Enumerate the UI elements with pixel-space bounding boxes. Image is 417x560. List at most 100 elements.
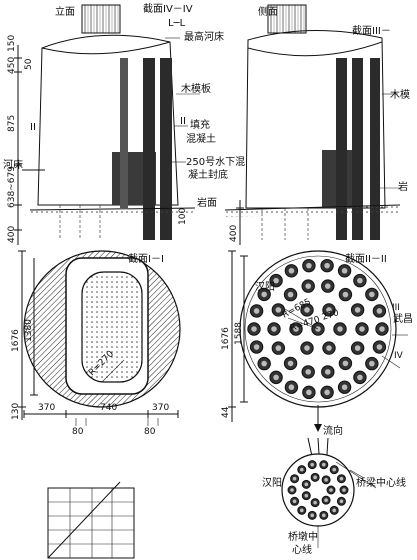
pile-ring1-6-core [275,345,282,351]
section-1-inner-chamber [81,271,143,383]
pile-ring1-8-core [275,307,282,313]
detail-right-label: 桥梁中心线 [356,476,406,489]
section-2-pile-group [247,258,389,400]
left-cut-mark: L─L [168,18,186,29]
pile-ring0-9-core [261,360,267,367]
underwater-concrete-label: 250号水下混 [186,156,245,168]
pile-ring0-16-core [306,262,312,269]
detail-pile0-2-core [332,508,337,513]
dim-50: 50 [24,58,34,70]
pile-ring0-2-core [369,360,375,367]
pile-ring0-11-core [251,326,257,332]
dim-875: 875 [7,115,17,132]
section-1-dim-370-right: 370 [152,403,169,413]
pile-ring1-7-core [271,326,277,332]
section-2-mark-iv: IV [394,351,404,361]
pile-ring0-1-core [376,344,383,350]
section-1-dim-1676: 1676 [11,329,21,352]
detail-bottom-label-2: 心线 [292,543,312,556]
pile-ring1-2-core [342,360,349,367]
left-pile-2 [160,58,172,240]
dim-150: 150 [7,35,17,52]
pile-ring0-18-core [341,267,348,274]
right-section-mark: 截面III－ [352,24,391,37]
detail-pile0-8-core [292,476,297,481]
pile-ring0-21-core [376,308,383,314]
pile-ring1-11-core [325,283,331,289]
pile-ring1-0-core [359,326,365,332]
pile-ring0-5-core [324,389,330,396]
section-1-dim-130: 130 [11,403,21,420]
right-pile-3 [370,58,380,240]
riverbed-top-label: 最高河床 [184,30,224,43]
pile-ring2-1-core [326,345,332,351]
rock-surface-label: 岩面 [197,196,217,209]
detail-pile0-10-core [310,462,315,467]
detail-pile-group [287,460,349,520]
underwater-concrete-label-2: 凝土封底 [188,168,228,181]
left-elevation [14,4,200,245]
detail-pile1-2-core [313,500,317,505]
right-pile-1 [336,58,347,240]
section-1-dim-370-left: 370 [38,403,55,413]
left-pile-1 [143,58,155,240]
pile-ring0-14-core [273,277,279,284]
pile-ring1-3-core [325,369,331,375]
section-1-dim-1380: 1380 [24,319,34,342]
detail-pile0-7-core [290,488,294,492]
section-2-mark-iii: III [392,303,400,313]
pile-ring1-12-core [342,291,349,298]
detail-plan [281,437,377,548]
pile-ring1-13-core [354,307,361,313]
section-mark-ii-right: II [180,116,186,127]
detail-pile0-3-core [321,513,326,518]
right-caisson-body [245,30,386,209]
pile-ring2-0-core [337,326,343,332]
section-2-title: 截面II－II [345,252,387,265]
pile-ring0-20-core [369,291,375,298]
section-2-left-label: 汉阳 [255,281,275,293]
left-section-mark: 截面IV－IV [143,2,193,15]
section-1 [18,250,181,426]
section-mark-ii-left: II [30,122,36,133]
riverbed-label: 河床 [3,158,23,171]
pile-ring0-7-core [288,384,295,391]
left-caisson-body [37,34,179,206]
fill-label: 填充 [190,118,210,131]
section-1-dim-80-left: 80 [72,427,84,437]
section-2-dim-44: 44 [221,406,231,418]
section-2-right-label: 武昌 [393,312,413,325]
dim-400: 400 [7,226,17,243]
wood-form-label: 木模板 [181,82,211,95]
pile-ring0-12-core [253,308,260,314]
detail-pile1-5-core [313,475,317,480]
pile-ring0-0-core [379,326,385,332]
section-2-flow-label: 流向 [323,424,343,437]
pile-ring1-10-core [305,283,311,289]
left-elevation-title: 立面 [55,5,75,18]
dim-450: 450 [7,57,17,74]
pile-ring2-4-core [304,307,310,313]
detail-pile1-4-core [304,482,309,487]
detail-pile0-6-core [292,499,297,504]
right-elevation [224,4,401,245]
pile-ring0-8-core [273,374,279,381]
pile-ring2-2-core [304,345,310,351]
pile-ring0-10-core [253,344,260,350]
detail-pile0-9-core [299,467,304,472]
dim-638-679: 638~679 [7,166,17,208]
section-1-title: 截面I－I [128,252,164,265]
detail-pile0-5-core [299,508,304,513]
grid-chart [47,481,135,559]
section-1-dim-80-right: 80 [144,427,156,437]
detail-pile1-3-core [304,493,309,498]
section-2-dim-1588: 1588 [234,322,244,345]
left-neck [81,4,121,34]
section-2-dim-1676: 1676 [221,327,231,350]
right-wood-form-label: 木模 [390,89,410,101]
pile-ring0-3-core [357,374,363,381]
pile-ring0-4-core [341,384,348,391]
detail-pile0-11-core [321,462,326,467]
detail-bottom-label: 桥墩中 [288,530,318,543]
